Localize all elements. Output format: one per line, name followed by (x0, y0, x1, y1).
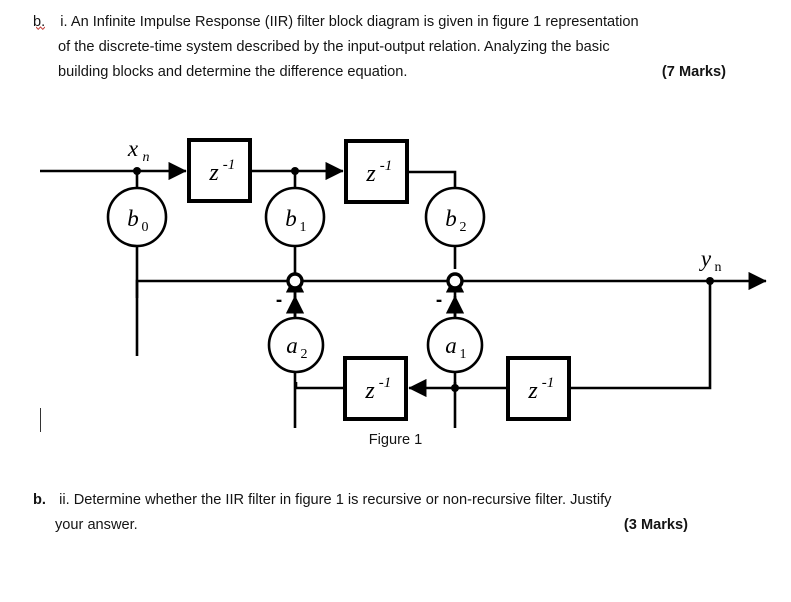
question-i-text-line-3: building blocks and determine the differ… (58, 64, 408, 81)
edge-b0-to-adder1 (135, 279, 292, 356)
question-ii-marks: (3 Marks) (623, 517, 688, 534)
summing-junction-2[interactable] (446, 272, 464, 290)
gain-sub-b2: 2 (460, 220, 467, 235)
junction-dot-yn (706, 277, 714, 285)
delay-block-top-2[interactable] (344, 139, 409, 204)
gain-circle-a2[interactable] (267, 316, 325, 374)
question-part-i: b. i. An Infinite Impulse Response (IIR)… (33, 10, 768, 85)
delay-block-top-2-exponent: -1 (380, 158, 393, 174)
gain-label-b2: b (445, 206, 457, 231)
edge-yn-to-delay-bottom-2 (569, 281, 712, 390)
text-cursor (40, 408, 41, 432)
question-i-marks: (7 Marks) (661, 64, 726, 81)
summing-junctions-group (286, 272, 464, 290)
question-i-line-1: b. i. An Infinite Impulse Response (IIR)… (33, 10, 768, 35)
gain-sub-a2: 2 (301, 347, 308, 362)
question-ii-line-1: b. ii. Determine whether the IIR filter … (33, 488, 733, 513)
gain-circle-b0[interactable] (106, 186, 168, 248)
delay-block-top-1-label: z (208, 160, 219, 186)
junction-dot-tap1 (291, 167, 299, 175)
delay-block-top-1[interactable] (187, 138, 252, 203)
input-signal-label: x (127, 136, 139, 161)
gain-sub-b0: 0 (142, 220, 149, 235)
gain-circles-group (106, 186, 486, 374)
question-i-text-line-1: An Infinite Impulse Response (IIR) filte… (70, 14, 639, 30)
delay-block-bottom-1-label: z (364, 378, 375, 404)
delay-blocks-group (187, 138, 571, 421)
gain-label-a2: a (286, 333, 298, 358)
delay-block-bottom-2-label: z (527, 378, 538, 404)
question-i-sub-marker: i. (60, 14, 68, 30)
question-i-line-2: of the discrete-time system described by… (33, 35, 768, 60)
junction-dot-tap2 (451, 384, 459, 392)
gain-label-b1: b (285, 206, 297, 231)
question-ii-marker: b. (33, 492, 46, 508)
gain-circle-b2[interactable] (424, 186, 486, 248)
output-signal-label: y (699, 246, 712, 271)
question-ii-sub-marker: ii. (59, 492, 70, 508)
summing-junction-1[interactable] (286, 272, 304, 290)
gain-circle-b1[interactable] (264, 186, 326, 248)
delay-block-bottom-1-exponent: -1 (379, 375, 392, 391)
question-ii-text-line-1: Determine whether the IIR filter in figu… (73, 492, 612, 508)
question-i-line-3: building blocks and determine the differ… (33, 60, 768, 85)
question-part-ii: b. ii. Determine whether the IIR filter … (33, 488, 733, 538)
minus-sign-adder-2: - (436, 290, 442, 311)
junction-dots-group (133, 167, 714, 392)
gain-circle-a1[interactable] (426, 316, 484, 374)
iir-filter-block-diagram: z -1 z -1 z -1 z -1 b 0 b 1 b 2 a 2 (0, 110, 791, 480)
gain-label-b0: b (127, 206, 139, 231)
gain-sub-b1: 1 (300, 220, 307, 235)
question-ii-text-line-2: your answer. (55, 517, 138, 534)
gain-label-a1: a (445, 333, 457, 358)
diagram-canvas: z -1 z -1 z -1 z -1 b 0 b 1 b 2 a 2 (40, 136, 767, 428)
delay-block-top-2-label: z (365, 161, 376, 187)
question-ii-line-2: your answer. (3 Marks) (33, 513, 733, 538)
question-i-marker: b. (33, 14, 46, 30)
spellcheck-squiggle-icon (36, 26, 45, 30)
edge-delay-bottom-1-to-a2 (294, 382, 345, 390)
delay-block-bottom-1[interactable] (343, 356, 408, 421)
gain-sub-a1: 1 (460, 347, 467, 362)
junction-dot-xn (133, 167, 141, 175)
delay-block-bottom-2-exponent: -1 (542, 375, 555, 391)
figure-caption: Figure 1 (368, 432, 423, 448)
delay-block-bottom-2[interactable] (506, 356, 571, 421)
minus-sign-adder-1: - (276, 290, 282, 311)
question-i-text-line-2: of the discrete-time system described by… (58, 39, 610, 56)
delay-block-top-1-exponent: -1 (223, 157, 236, 173)
output-signal-subscript: n (715, 260, 722, 275)
input-signal-subscript: n (143, 150, 150, 165)
